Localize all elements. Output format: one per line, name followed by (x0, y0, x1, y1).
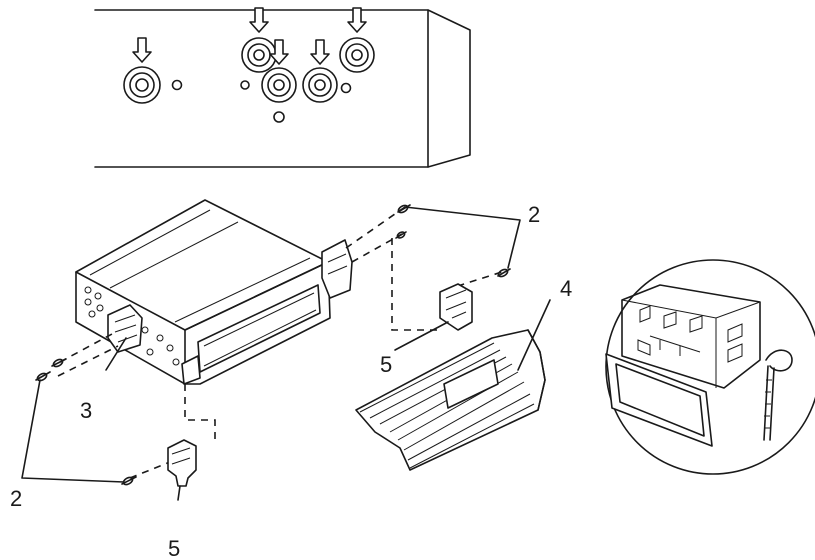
screw-icon (395, 231, 407, 239)
screw-icon (121, 476, 137, 486)
trim-ring (355, 329, 546, 471)
rca-jack-5 (339, 37, 375, 73)
screw-icon (35, 371, 51, 382)
mount-hole (340, 82, 352, 94)
mount-hole (171, 79, 183, 91)
mount-hole (273, 111, 285, 123)
release-key-icon (763, 349, 793, 441)
head-unit-chassis (75, 199, 353, 385)
assembly-guides (57, 206, 506, 479)
mounting-clip-bottom (167, 439, 197, 487)
label-clip-right: 5 (380, 352, 392, 377)
chassis-side-holes (84, 286, 180, 366)
arrow-down-icon (132, 37, 152, 63)
label-bracket-lever: 3 (80, 398, 92, 423)
mounting-clip-right (439, 283, 473, 331)
arrow-down-icon (249, 7, 269, 33)
label-screw-top: 2 (528, 202, 540, 227)
rca-jack-1 (123, 66, 161, 104)
rca-jack-4 (302, 67, 338, 103)
detail-inset (605, 259, 815, 475)
leader-lines (21, 206, 551, 501)
arrow-down-icon (269, 39, 289, 65)
label-clip-bottom: 5 (168, 536, 180, 560)
screw-icon (497, 268, 511, 278)
mount-hole (240, 80, 250, 90)
bracket-lever (107, 304, 143, 353)
screw-icon (397, 204, 411, 214)
rear-panel (94, 7, 471, 168)
label-trim-ring: 4 (560, 276, 572, 301)
arrow-down-icon (310, 39, 330, 65)
rca-jack-3 (261, 67, 297, 103)
label-screw-left: 2 (10, 486, 22, 511)
arrow-down-icon (347, 7, 367, 33)
screw-icon (51, 358, 67, 368)
side-latch-tab (321, 239, 353, 299)
